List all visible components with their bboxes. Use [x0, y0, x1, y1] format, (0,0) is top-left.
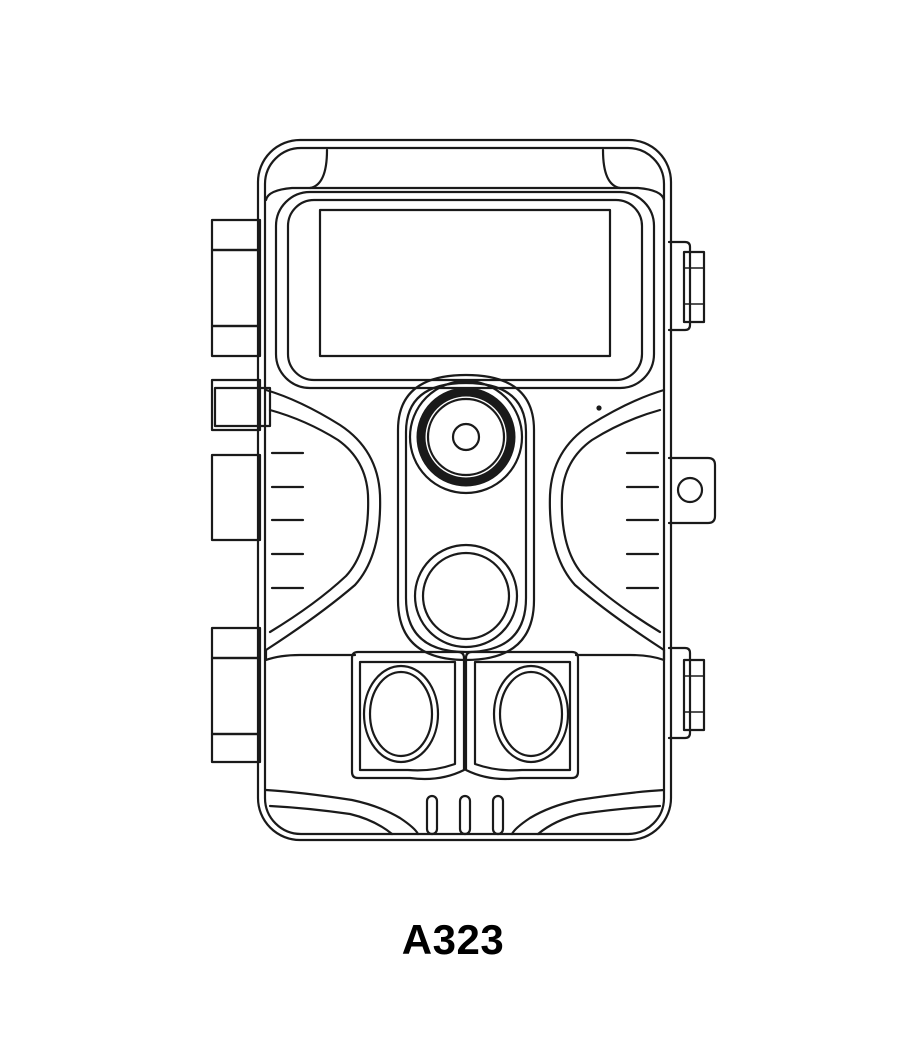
ir-led-left-outer — [362, 664, 440, 764]
right-grip-outer — [548, 388, 666, 652]
top-lid — [264, 148, 666, 202]
camera-lens-ring — [416, 387, 516, 487]
left-hinge-top — [210, 378, 262, 432]
top-lid-right-curve — [601, 148, 666, 202]
bottom-vent-1 — [425, 794, 439, 836]
left-hinge-tab — [213, 386, 272, 428]
indicator-led — [596, 405, 602, 411]
right-grip-inner — [560, 408, 662, 634]
display-screen — [318, 208, 612, 358]
right-latch-bottom — [667, 646, 692, 740]
camera-body-outer — [256, 138, 673, 842]
right-grip — [548, 388, 666, 652]
top-lid-left-curve — [264, 148, 329, 202]
ir-led-group — [350, 650, 580, 781]
right-latch-top — [667, 240, 692, 332]
ir-led-right-outer — [492, 664, 570, 764]
left-latch-bottom-body — [210, 656, 262, 736]
left-latch-top-bottom — [210, 324, 262, 358]
bottom-vent-2 — [458, 794, 472, 836]
right-latch-bottom-inner — [682, 658, 706, 732]
model-label: A323 — [401, 916, 505, 963]
center-column — [396, 373, 536, 662]
right-mount-tab — [667, 456, 717, 525]
display-frame-outer — [274, 190, 656, 390]
ir-led-left-inner — [368, 670, 434, 758]
left-latch-bottom-cap — [210, 626, 262, 660]
lower-seam — [264, 648, 666, 662]
left-latch-group — [210, 218, 272, 764]
lower-seam-right — [574, 648, 666, 662]
right-latch-group — [667, 240, 717, 740]
ir-panel-left-inner — [358, 660, 457, 772]
ir-led-right-inner — [498, 670, 564, 758]
display-frame-inner — [286, 198, 644, 382]
right-latch-top-inner — [682, 250, 706, 324]
left-grip-inner — [268, 408, 370, 634]
left-latch-top-body — [210, 248, 262, 328]
lower-seam-left — [264, 648, 357, 662]
bottom-base-left-curve — [264, 788, 420, 836]
left-hinge-body — [210, 453, 262, 542]
pir-sensor-outer — [413, 543, 519, 649]
ir-panel-left-outer — [350, 650, 466, 781]
camera-lens-outer — [408, 379, 524, 495]
center-column-outer — [396, 373, 536, 662]
camera-lens-center — [451, 422, 481, 452]
bottom-base-right-curve — [510, 788, 666, 836]
display-panel — [274, 190, 656, 390]
left-latch-top-cap — [210, 218, 262, 252]
bottom-base — [264, 788, 666, 836]
left-latch-bottom-end — [210, 732, 262, 764]
pir-sensor-inner — [421, 551, 511, 641]
ir-panel-right-inner — [473, 660, 572, 772]
ir-panel-right-outer — [464, 650, 580, 781]
left-grip-outer — [264, 388, 382, 652]
bottom-base-right-inner — [536, 804, 662, 836]
left-grip — [264, 388, 382, 652]
bottom-vent-3 — [491, 794, 505, 836]
bottom-base-left-inner — [268, 804, 394, 836]
camera-lens-glass — [426, 397, 506, 477]
right-mount-hole — [676, 476, 704, 504]
